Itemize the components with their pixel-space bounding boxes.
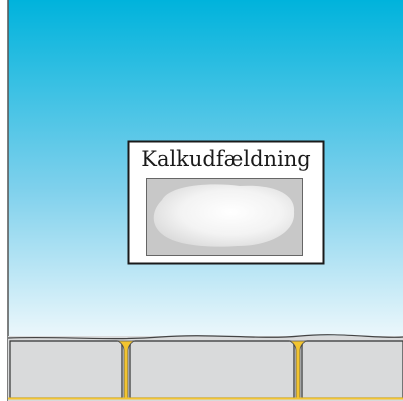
floor-tile-right [301,340,403,399]
callout-title: Kalkudfældning [141,147,311,171]
floor-surface-line [7,334,403,340]
lime-deposit-callout: Kalkudfældning [127,140,325,265]
floor-tile-left [9,340,123,399]
floor-tile-middle [129,340,295,399]
lime-deposit-patch [153,184,295,247]
